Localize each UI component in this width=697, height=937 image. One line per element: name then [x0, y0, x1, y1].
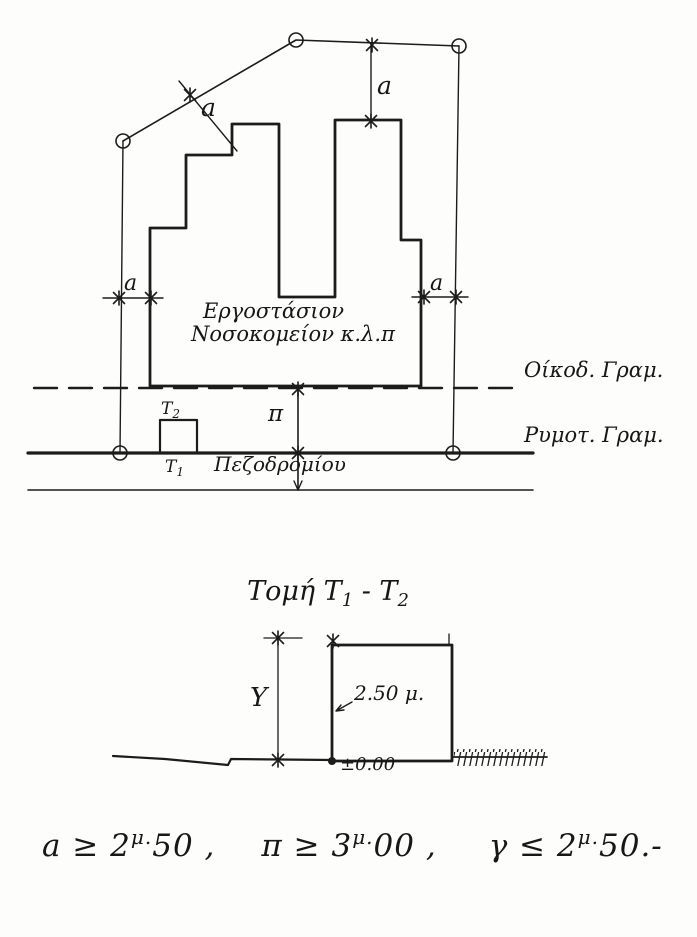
- t1-sub: 1: [176, 465, 184, 479]
- section-view: Τομή Τ1 - Τ2 Y 2.50 μ. ±0.00: [111, 576, 548, 775]
- property-boundary-top: [122, 39, 460, 142]
- dim-label-a-top: a: [377, 71, 392, 100]
- boundary-corner-marker: [451, 38, 467, 54]
- boundary-corner-marker: [288, 32, 304, 48]
- section-title: Τομή Τ1 - Τ2: [247, 576, 409, 611]
- formula-gamma: γ ≤ 2: [489, 828, 578, 864]
- street-line-label: Ρυμοτ. Γραμ.: [523, 423, 664, 447]
- formula-pi-value: 00 ,: [374, 828, 437, 864]
- section-structure: [330, 643, 454, 763]
- label-backing: [348, 682, 428, 706]
- building-label-line2: Νοσοκομείον κ.λ.π: [190, 322, 396, 346]
- property-boundary-left: [119, 140, 124, 454]
- dimension-marker: [326, 633, 340, 649]
- annotation-arrow: [335, 701, 353, 712]
- section-title-sub2: 2: [396, 590, 408, 611]
- boundary-corner-marker: [115, 133, 131, 149]
- t2-base: Τ: [161, 399, 174, 419]
- section-title-mid: - Τ: [353, 576, 399, 607]
- constraints-formula: a ≥ 2μ.50 ,π ≥ 3μ.00 ,γ ≤ 2μ.50.-: [42, 825, 663, 864]
- dim-label-a-right: a: [430, 271, 443, 296]
- formula-a: a ≥ 2: [42, 828, 131, 864]
- datum-point: [328, 757, 336, 765]
- section-title-pre: Τομή Τ: [247, 576, 344, 607]
- point-label-t1: Τ1: [165, 457, 184, 479]
- section-title-sub1: 1: [342, 590, 353, 611]
- formula-gamma-value: 50.-: [599, 828, 663, 864]
- kiosk-footprint: [158, 418, 199, 455]
- formula-a-value: 50 ,: [152, 828, 215, 864]
- site-plan: Εργοστάσιον Νοσοκομείον κ.λ.π a a a a Οί…: [26, 32, 664, 491]
- formula-pi: π ≥ 3: [260, 828, 352, 864]
- constraints-text: a ≥ 2μ.50 ,π ≥ 3μ.00 ,γ ≤ 2μ.50.-: [42, 825, 663, 864]
- sidewalk-label: Πεζοδρομίου: [213, 452, 346, 476]
- formula-gamma-unit: μ.: [578, 825, 599, 849]
- formula-pi-unit: μ.: [352, 825, 373, 849]
- level-label: ±0.00: [340, 754, 395, 775]
- dim-label-y: Y: [250, 683, 270, 713]
- dim-label-pi: π: [267, 401, 284, 427]
- height-annotation: 2.50 μ.: [353, 681, 424, 705]
- point-label-t2: Τ2: [161, 399, 180, 421]
- formula-a-unit: μ.: [131, 825, 152, 849]
- rough-ground-hatch: [454, 749, 546, 766]
- label-backing: [188, 299, 344, 347]
- property-boundary-right: [452, 45, 460, 454]
- dim-label-a-diagonal: a: [201, 93, 216, 122]
- t1-base: Τ: [165, 457, 178, 477]
- dimension-arrow: [293, 480, 303, 491]
- dim-label-a-left: a: [124, 271, 137, 296]
- ground-line-left: [111, 754, 334, 767]
- t2-sub: 2: [171, 407, 180, 421]
- building-line-label: Οίκοδ. Γραμ.: [524, 358, 663, 382]
- building-footprint: [148, 118, 423, 388]
- dimension-marker: [183, 87, 197, 103]
- building-label-line1: Εργοστάσιον: [202, 299, 344, 323]
- dimension-marker: [365, 37, 379, 53]
